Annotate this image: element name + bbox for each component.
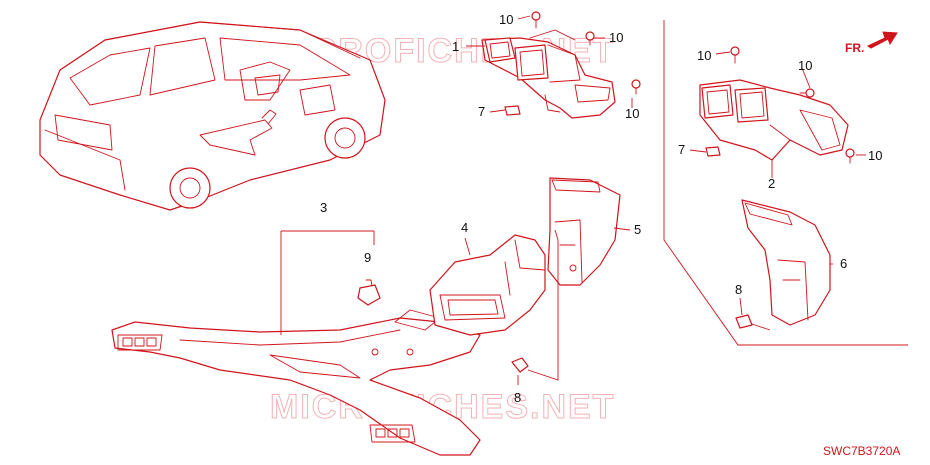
callout-10-a: 10	[499, 12, 513, 27]
callout-3: 3	[320, 200, 327, 215]
section-divider	[663, 20, 908, 346]
callout-8-a: 8	[514, 390, 521, 405]
part-2-vent-duct	[699, 79, 849, 161]
callout-6: 6	[840, 256, 847, 271]
clip-8-fasteners	[511, 314, 753, 373]
callout-1: 1	[452, 39, 459, 54]
callout-4: 4	[461, 220, 468, 235]
diagram-code: SWC7B3720A	[823, 444, 900, 458]
front-arrow-icon	[866, 31, 898, 49]
callout-10-b: 10	[609, 30, 623, 45]
clip-fasteners	[531, 11, 855, 164]
front-direction-indicator: FR.	[845, 31, 898, 55]
callout-labels: 1 10 10 10 7 10 10 10 7 2 3 4 5 6 9 8 8	[320, 12, 882, 405]
callout-10-d: 10	[697, 48, 711, 63]
vehicle-illustration	[39, 21, 386, 211]
callout-7-b: 7	[678, 142, 685, 157]
leader-lines	[280, 15, 866, 385]
callout-10-f: 10	[868, 148, 882, 163]
callout-9: 9	[364, 250, 371, 265]
callout-2: 2	[768, 176, 775, 191]
part-4-duct	[429, 234, 546, 336]
part-6-duct	[741, 199, 831, 326]
callout-10-c: 10	[625, 106, 639, 121]
clip-9-fastener	[357, 279, 381, 306]
callout-10-e: 10	[798, 58, 812, 73]
part-1-vent-duct	[481, 29, 616, 119]
callout-8-b: 8	[735, 282, 742, 297]
clip-7-fasteners	[504, 105, 721, 157]
callout-5: 5	[634, 222, 641, 237]
part-5-duct	[547, 177, 621, 286]
callout-7-a: 7	[478, 104, 485, 119]
front-label: FR.	[845, 41, 864, 55]
part-3-floor-duct	[111, 309, 481, 456]
